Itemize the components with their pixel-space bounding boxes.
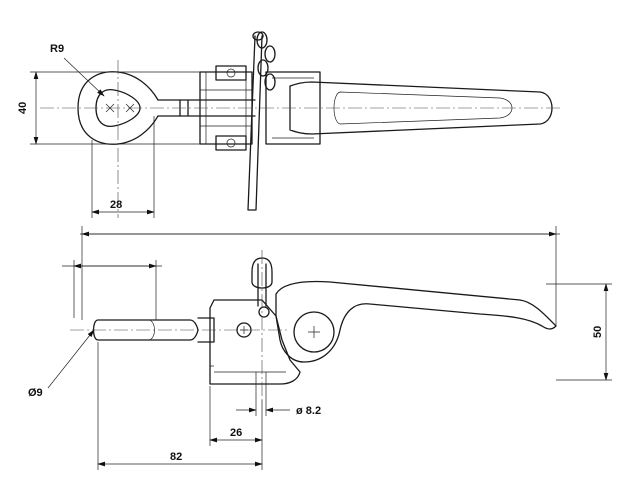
dim-r9: R9 [50,43,64,55]
side-handle [275,280,557,363]
top-shaft [179,99,256,117]
dim-50: 50 [592,326,604,338]
pin-rod [247,35,263,211]
dim-82: 82 [170,451,182,463]
dim-40: 40 [17,102,29,114]
side-view: 50 Ø9 ø 8.2 26 82 [28,226,612,470]
dim-phi9: Ø9 [28,387,43,399]
top-view: 40 28 R9 [17,31,560,218]
top-handle [289,81,553,135]
latch-pin [257,263,267,307]
dim-26: 26 [230,427,242,439]
dim-28: 28 [110,199,122,211]
side-housing [209,299,301,385]
dim-phi8-2: ø 8.2 [296,405,321,417]
